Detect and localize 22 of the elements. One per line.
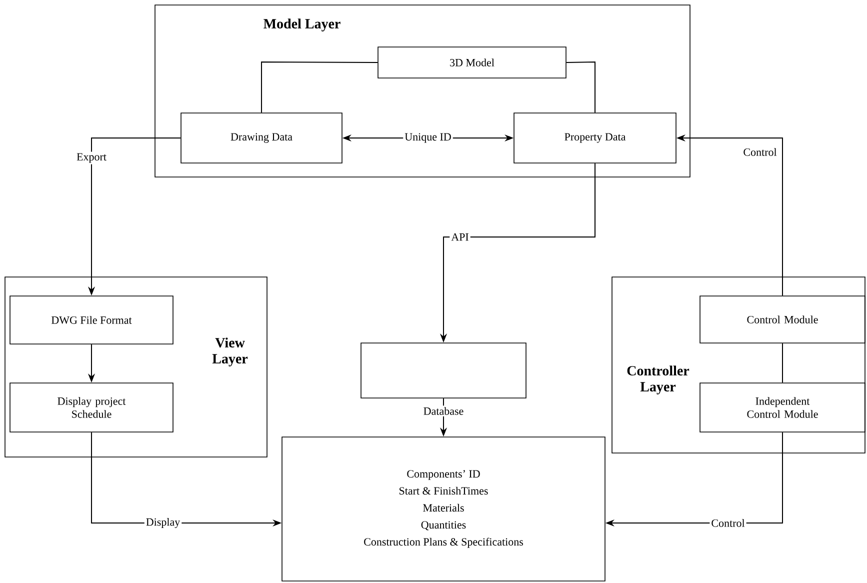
process-box: Components’ ID Start & FinishTimes Materials Quantities Construction Plans & Specifications [282,436,606,582]
process-box: Property Data [514,112,676,164]
process-box: DWG File Format [10,296,174,344]
edge-label: Export [75,152,108,164]
process-box: Drawing Data [180,112,342,164]
process-box: 3D Model [378,46,566,78]
process-box: Display project Schedule [10,382,174,432]
connector [261,62,378,114]
edge-label: Control [710,518,746,528]
edge-label: Database [422,406,466,416]
layer-title: Controller Layer [627,366,690,394]
connector [566,61,596,114]
process-box: Independent Control Module [700,382,866,432]
layer-title: Model Layer [264,18,340,32]
empty-box [360,342,526,398]
layer-title: View Layer [212,338,248,366]
connector [782,342,783,384]
edge-label: Display [144,516,182,530]
edge-label: Control [742,146,778,158]
edge-label: Unique ID [403,132,453,144]
process-box: Control Module [700,296,866,344]
edge-label: API [450,232,470,242]
